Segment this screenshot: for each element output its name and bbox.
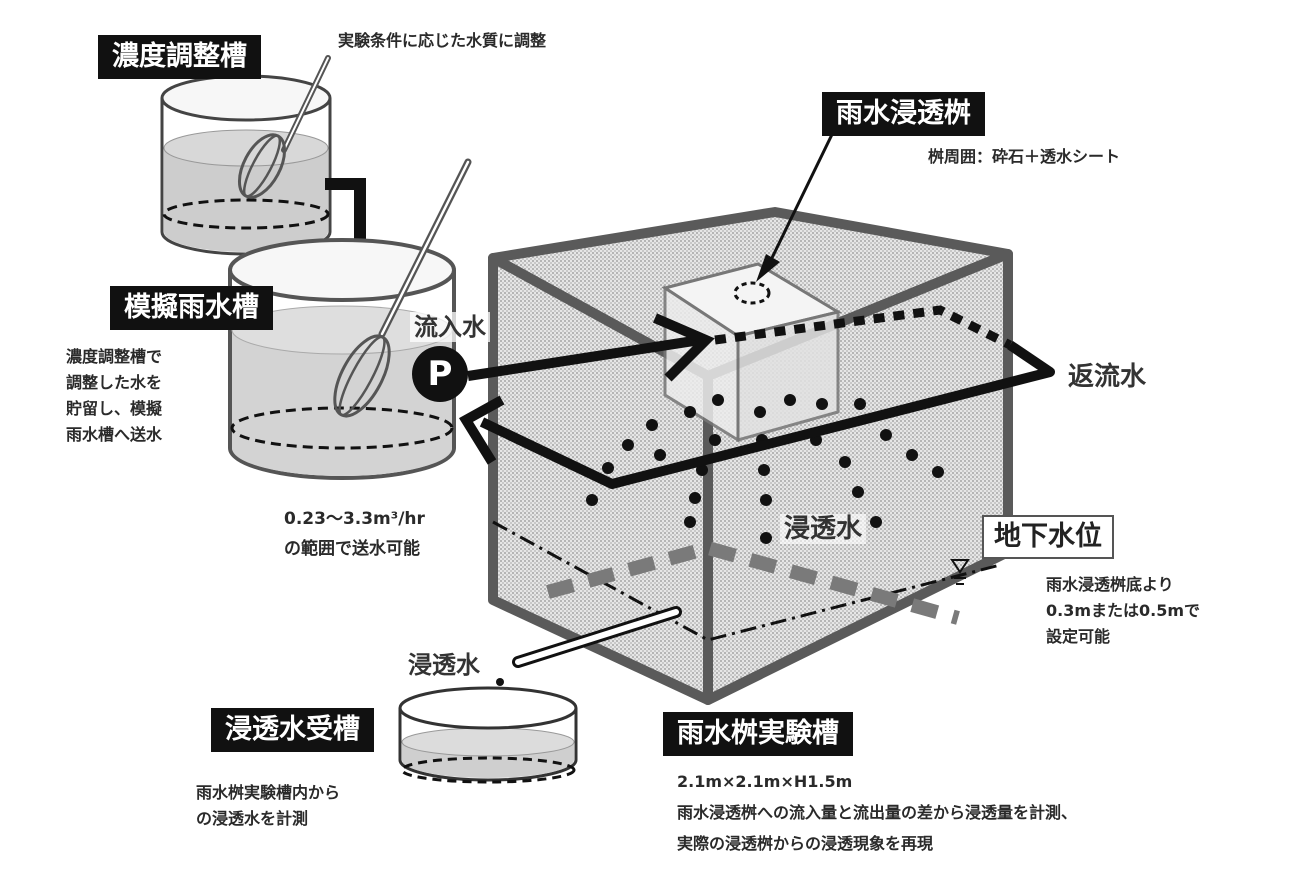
inflow-arrow (467, 313, 715, 382)
receiver-tank (398, 686, 578, 784)
concentration-tank-label: 濃度調整槽 (98, 35, 261, 79)
infiltration-box-note: 桝周囲：砕石＋透水シート (928, 147, 1121, 166)
receiver-tank-label: 浸透水受槽 (211, 708, 374, 752)
concentration-tank-note: 実験条件に応じた水質に調整 (338, 31, 547, 50)
simulated-rain-tank-note: 濃度調整槽で 調整した水を 貯留し、模擬 雨水槽へ送水 (66, 347, 163, 444)
receiver-tank-note: 雨水桝実験槽内から の浸透水を計測 (196, 783, 341, 828)
inflow-label: 流入水 (410, 312, 490, 342)
concentration-tank (160, 55, 332, 256)
return-flow-label: 返流水 (1068, 362, 1147, 392)
return-arrow (458, 340, 1055, 489)
box-inlet-ring (733, 281, 771, 305)
infiltration-pointer (756, 117, 842, 282)
seepage-outer-label: 浸透水 (408, 651, 480, 679)
seepage-gray-dashed (546, 540, 960, 625)
pump-icon: P (412, 346, 468, 402)
simulated-rain-tank (228, 158, 472, 480)
experiment-tank-label: 雨水桝実験槽 (663, 712, 853, 756)
experiment-tank-note: 2.1m×2.1m×H1.5m 雨水浸透桝への流入量と流出量の差から浸透量を計測… (677, 772, 1078, 853)
simulated-rain-tank-label: 模擬雨水槽 (110, 286, 273, 330)
groundwater-label: 地下水位 (982, 515, 1114, 559)
flow-rate-note: 0.23～3.3m³/hr の範囲で送水可能 (284, 509, 425, 559)
groundwater-note: 雨水浸透桝底より 0.3mまたは0.5mで 設定可能 (1046, 575, 1201, 646)
infiltration-box-label: 雨水浸透桝 (822, 92, 985, 136)
groundwater-line (492, 520, 1001, 642)
groundwater-symbol (950, 559, 970, 585)
return-dotted-path (714, 305, 1013, 350)
seepage-inner-label: 浸透水 (780, 514, 867, 544)
